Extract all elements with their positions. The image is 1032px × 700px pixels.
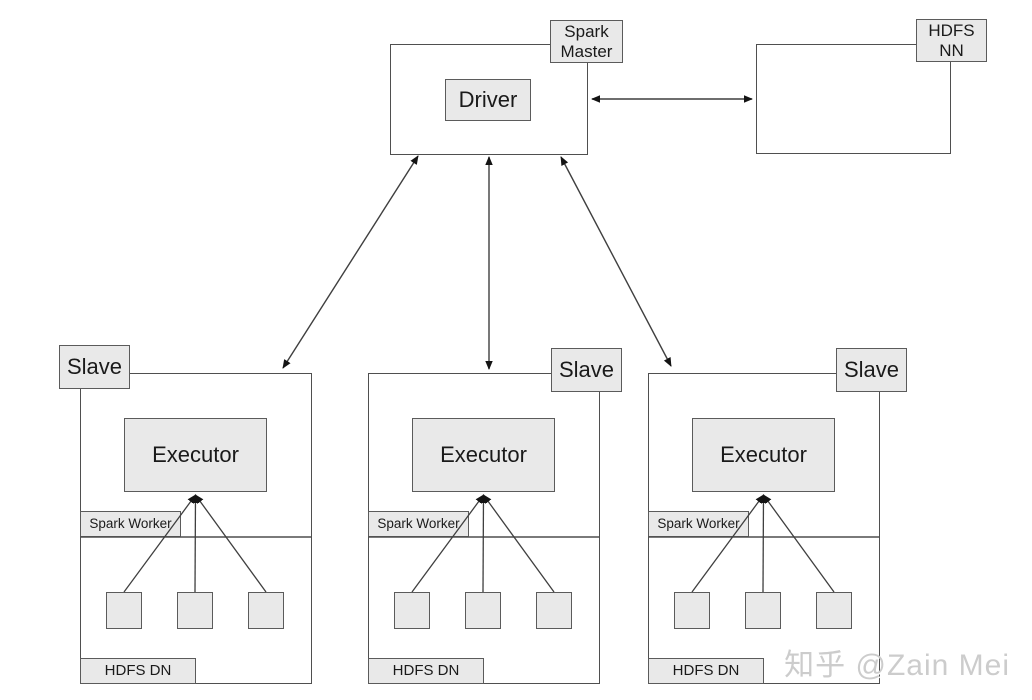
arrow-driver-slave-3 — [560, 156, 672, 367]
slave-tag-3: Slave — [836, 348, 907, 392]
slave-tag-1: Slave — [59, 345, 130, 389]
driver-label: Driver — [458, 87, 518, 113]
hdfs-nn-label: HDFS NN — [928, 20, 975, 60]
slave-label: Slave — [66, 354, 123, 380]
task-box-3-3 — [816, 592, 852, 629]
spark-master-label: Spark Master — [560, 21, 613, 61]
executor-label: Executor — [440, 442, 527, 468]
watermark: 知乎 @Zain Mei — [784, 649, 1010, 682]
hdfs-dn-label: HDFS DN — [392, 662, 460, 680]
executor-box-1: Executor — [124, 418, 267, 492]
task-box-3-2 — [745, 592, 781, 629]
task-box-2-2 — [465, 592, 501, 629]
spark-worker-label: Spark Worker — [657, 516, 740, 532]
spark-worker-tag-3: Spark Worker — [648, 511, 749, 537]
slave-label: Slave — [843, 357, 900, 383]
hdfs-dn-tag-2: HDFS DN — [368, 658, 484, 684]
slave-tag-2: Slave — [551, 348, 622, 392]
hdfs-dn-tag-3: HDFS DN — [648, 658, 764, 684]
task-box-2-3 — [536, 592, 572, 629]
hdfs-dn-label: HDFS DN — [104, 662, 172, 680]
spark-worker-tag-1: Spark Worker — [80, 511, 181, 537]
task-box-2-1 — [394, 592, 430, 629]
executor-box-2: Executor — [412, 418, 555, 492]
arrow-driver-slave-1 — [282, 155, 419, 369]
spark-worker-tag-2: Spark Worker — [368, 511, 469, 537]
task-box-1-1 — [106, 592, 142, 629]
slave-label: Slave — [558, 357, 615, 383]
executor-label: Executor — [720, 442, 807, 468]
executor-box-3: Executor — [692, 418, 835, 492]
executor-label: Executor — [152, 442, 239, 468]
hdfs-nn-tag: HDFS NN — [916, 19, 987, 62]
spark-worker-label: Spark Worker — [377, 516, 460, 532]
task-box-3-1 — [674, 592, 710, 629]
hdfs-nn-container — [756, 44, 951, 154]
task-box-1-3 — [248, 592, 284, 629]
spark-worker-label: Spark Worker — [89, 516, 172, 532]
driver-box: Driver — [445, 79, 531, 121]
hdfs-dn-tag-1: HDFS DN — [80, 658, 196, 684]
spark-master-tag: Spark Master — [550, 20, 623, 63]
hdfs-dn-label: HDFS DN — [672, 662, 740, 680]
task-box-1-2 — [177, 592, 213, 629]
